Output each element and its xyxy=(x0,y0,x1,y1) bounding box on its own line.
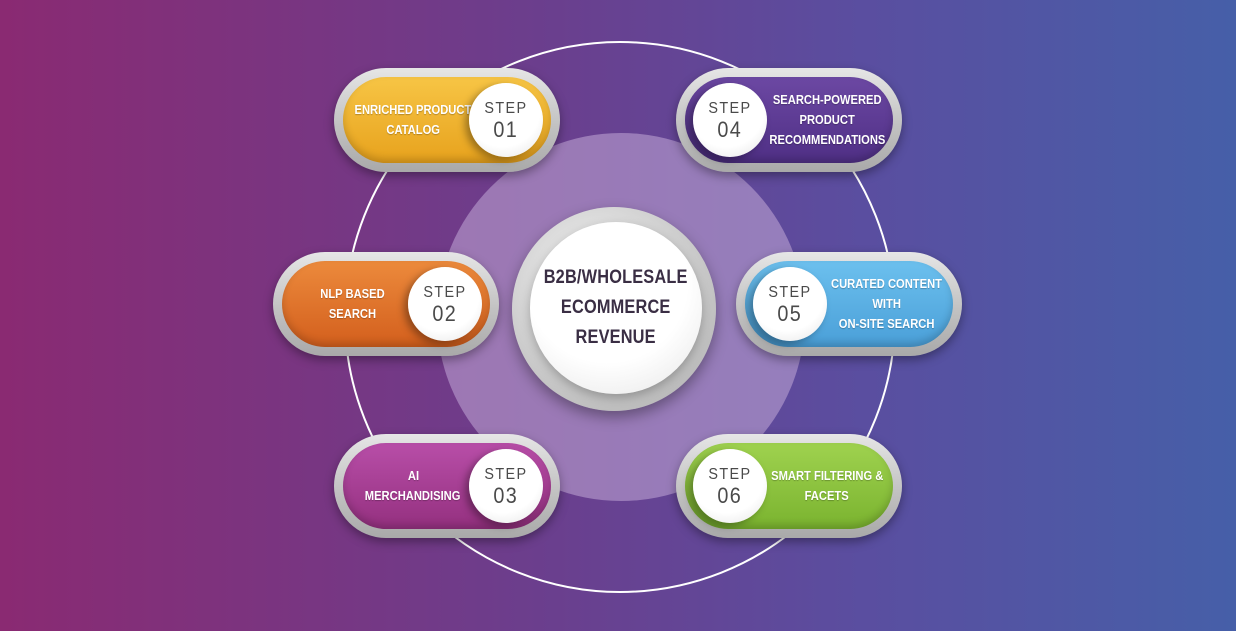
step-04-step-text: STEP xyxy=(708,99,752,117)
step-03-pill: AI MERCHANDISING STEP 03 xyxy=(334,434,560,538)
step-02-badge: STEP 02 xyxy=(408,267,482,341)
center-title-line-2: ECOMMERCE xyxy=(561,297,671,318)
step-02-number: 02 xyxy=(432,300,458,326)
step-04-label-line-2: PRODUCT xyxy=(799,112,855,127)
step-03-label: AI MERCHANDISING xyxy=(349,443,477,529)
step-06-label: SMART FILTERING & FACETS xyxy=(763,443,891,529)
step-05-label-line-1: CURATED CONTENT xyxy=(831,276,943,291)
step-04-colored-band: STEP 04 SEARCH-POWERED PRODUCT RECOMMEND… xyxy=(685,77,893,163)
step-02-pill: NLP BASED SEARCH STEP 02 xyxy=(273,252,499,356)
step-01-badge: STEP 01 xyxy=(469,83,543,157)
step-06-colored-band: STEP 06 SMART FILTERING & FACETS xyxy=(685,443,893,529)
step-01-label-line-2: CATALOG xyxy=(386,122,440,137)
step-05-colored-band: STEP 05 CURATED CONTENT WITH ON-SITE SEA… xyxy=(745,261,953,347)
step-05-label-line-3: ON-SITE SEARCH xyxy=(839,316,935,331)
center-title-line-3: REVENUE xyxy=(575,327,657,348)
step-02-colored-band: NLP BASED SEARCH STEP 02 xyxy=(282,261,490,347)
step-01-colored-band: ENRICHED PRODUCT CATALOG STEP 01 xyxy=(343,77,551,163)
step-03-badge: STEP 03 xyxy=(469,449,543,523)
step-03-step-text: STEP xyxy=(484,465,528,483)
step-05-label: CURATED CONTENT WITH ON-SITE SEARCH xyxy=(823,261,951,347)
step-03-number: 03 xyxy=(493,482,519,508)
step-06-label-line-2: FACETS xyxy=(804,488,850,503)
step-04-pill: STEP 04 SEARCH-POWERED PRODUCT RECOMMEND… xyxy=(676,68,902,172)
step-05-label-line-2: WITH xyxy=(872,296,902,311)
step-06-step-text: STEP xyxy=(708,465,752,483)
step-06-pill: STEP 06 SMART FILTERING & FACETS xyxy=(676,434,902,538)
step-03-colored-band: AI MERCHANDISING STEP 03 xyxy=(343,443,551,529)
step-01-label: ENRICHED PRODUCT CATALOG xyxy=(349,77,477,163)
step-01-label-line-1: ENRICHED PRODUCT xyxy=(354,102,472,117)
center-title-line-1: B2B/WHOLESALE xyxy=(544,267,688,288)
step-02-label-line-2: SEARCH xyxy=(328,306,376,321)
step-06-label-line-1: SMART FILTERING & xyxy=(770,468,884,483)
step-05-step-text: STEP xyxy=(768,283,812,301)
step-05-badge: STEP 05 xyxy=(753,267,827,341)
step-04-label-line-3: RECOMMENDATIONS xyxy=(769,132,885,147)
step-04-number: 04 xyxy=(717,116,743,142)
step-05-number: 05 xyxy=(777,300,803,326)
step-06-badge: STEP 06 xyxy=(693,449,767,523)
step-04-badge: STEP 04 xyxy=(693,83,767,157)
step-02-label: NLP BASED SEARCH xyxy=(288,261,416,347)
step-06-number: 06 xyxy=(717,482,743,508)
step-03-label-line-2: MERCHANDISING xyxy=(365,488,461,503)
center-hub: B2B/WHOLESALE ECOMMERCE REVENUE xyxy=(530,222,702,394)
step-01-pill: ENRICHED PRODUCT CATALOG STEP 01 xyxy=(334,68,560,172)
step-01-number: 01 xyxy=(493,116,519,142)
step-04-label: SEARCH-POWERED PRODUCT RECOMMENDATIONS xyxy=(763,77,891,163)
step-01-step-text: STEP xyxy=(484,99,528,117)
step-04-label-line-1: SEARCH-POWERED xyxy=(772,92,882,107)
step-05-pill: STEP 05 CURATED CONTENT WITH ON-SITE SEA… xyxy=(736,252,962,356)
step-03-label-line-1: AI xyxy=(407,468,419,483)
step-02-step-text: STEP xyxy=(423,283,467,301)
step-02-label-line-1: NLP BASED xyxy=(319,286,385,301)
